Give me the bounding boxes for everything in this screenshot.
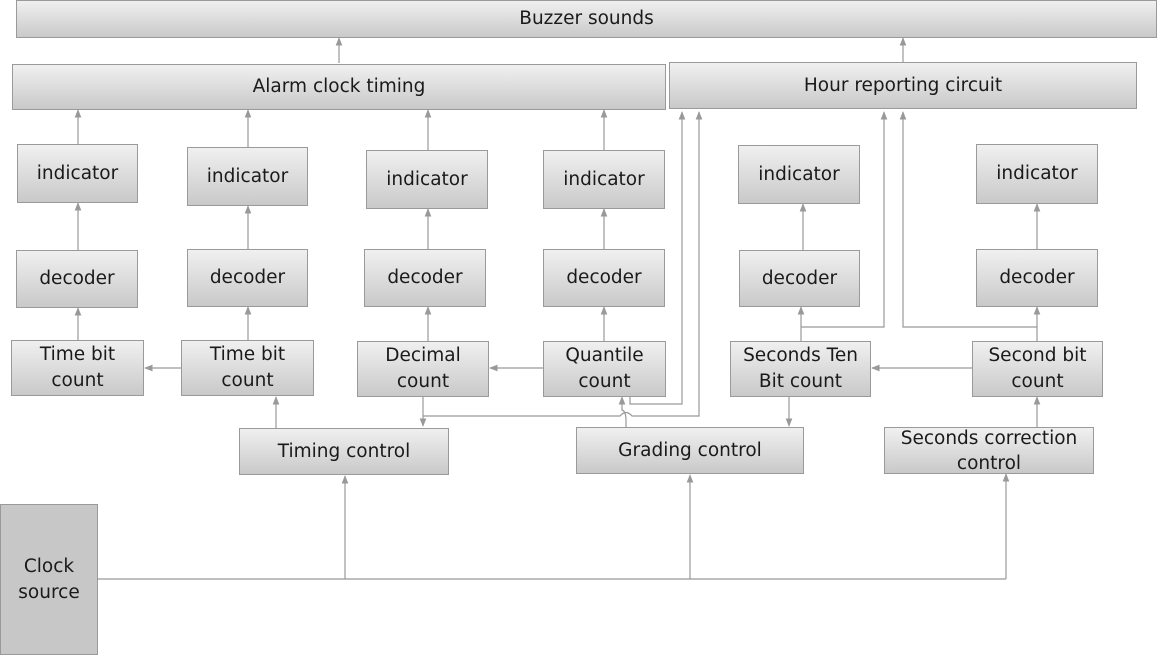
indicator-label-4: indicator bbox=[563, 168, 645, 190]
seconds-correction-control-label: Seconds correction control bbox=[900, 427, 1078, 474]
indicator-block-6: indicator bbox=[976, 144, 1098, 204]
wire-dec6-hour bbox=[899, 111, 1037, 328]
decoder-label-5: decoder bbox=[761, 267, 838, 289]
decoder-label-6: decoder bbox=[999, 267, 1075, 288]
wire-cnt4-hour bbox=[629, 111, 686, 405]
decoder-block-3: decoder bbox=[364, 249, 486, 307]
decoder-block-2: decoder bbox=[187, 249, 308, 307]
decimal-count-label: Decimal count bbox=[385, 345, 461, 392]
quantile-count-label: Quantile count bbox=[565, 345, 644, 392]
indicator-block-3: indicator bbox=[366, 150, 488, 209]
decoder-block-4: decoder bbox=[543, 249, 665, 307]
time-bit-count-label-1: Time bit count bbox=[39, 344, 116, 391]
indicator-block-5: indicator bbox=[738, 145, 860, 204]
decoder-label-4: decoder bbox=[566, 267, 642, 288]
alarm-clock-timing-block: Alarm clock timing bbox=[12, 64, 666, 110]
hour-reporting-circuit-label: Hour reporting circuit bbox=[803, 74, 1003, 96]
grading-control-block: Grading control bbox=[576, 427, 804, 474]
decoder-label-1: decoder bbox=[39, 268, 115, 289]
indicator-label-3: indicator bbox=[386, 168, 468, 190]
second-bit-count-label: Second bit count bbox=[988, 345, 1087, 392]
wire-decimal-hour bbox=[423, 111, 703, 417]
indicator-block-1: indicator bbox=[17, 144, 138, 203]
decimal-count-block: Decimal count bbox=[357, 341, 489, 397]
seconds-correction-control-block: Seconds correction control bbox=[884, 427, 1094, 474]
wire-dec5-hour bbox=[801, 111, 888, 328]
time-bit-count-block-2: Time bit count bbox=[181, 340, 314, 396]
indicator-block-4: indicator bbox=[543, 150, 665, 209]
seconds-ten-bit-count-block: Seconds Ten Bit count bbox=[730, 341, 871, 397]
time-bit-count-label-2: Time bit count bbox=[209, 344, 286, 391]
indicator-label-1: indicator bbox=[36, 162, 119, 184]
hour-reporting-circuit-block: Hour reporting circuit bbox=[669, 62, 1137, 109]
buzzer-sounds-block: Buzzer sounds bbox=[16, 0, 1157, 38]
decoder-block-1: decoder bbox=[16, 250, 138, 308]
grading-control-label: Grading control bbox=[618, 439, 762, 461]
decoder-label-3: decoder bbox=[387, 267, 463, 288]
buzzer-sounds-label: Buzzer sounds bbox=[519, 8, 654, 29]
clock-source-block: Clock source bbox=[0, 504, 98, 655]
indicator-block-2: indicator bbox=[187, 147, 308, 206]
decoder-block-6: decoder bbox=[976, 249, 1098, 307]
decoder-block-5: decoder bbox=[739, 250, 860, 307]
time-bit-count-block-1: Time bit count bbox=[11, 340, 144, 396]
clock-source-label: Clock source bbox=[18, 555, 80, 603]
indicator-label-2: indicator bbox=[206, 165, 289, 187]
indicator-label-5: indicator bbox=[758, 163, 840, 185]
decoder-label-2: decoder bbox=[209, 267, 286, 288]
indicator-label-6: indicator bbox=[996, 163, 1078, 184]
wire-grading-cnt4 bbox=[618, 396, 627, 427]
timing-control-block: Timing control bbox=[239, 428, 449, 475]
timing-control-label: Timing control bbox=[277, 440, 411, 462]
alarm-clock-timing-label: Alarm clock timing bbox=[252, 76, 426, 97]
second-bit-count-block: Second bit count bbox=[972, 341, 1103, 397]
quantile-count-block: Quantile count bbox=[543, 341, 666, 397]
seconds-ten-bit-count-label: Seconds Ten Bit count bbox=[743, 345, 858, 392]
